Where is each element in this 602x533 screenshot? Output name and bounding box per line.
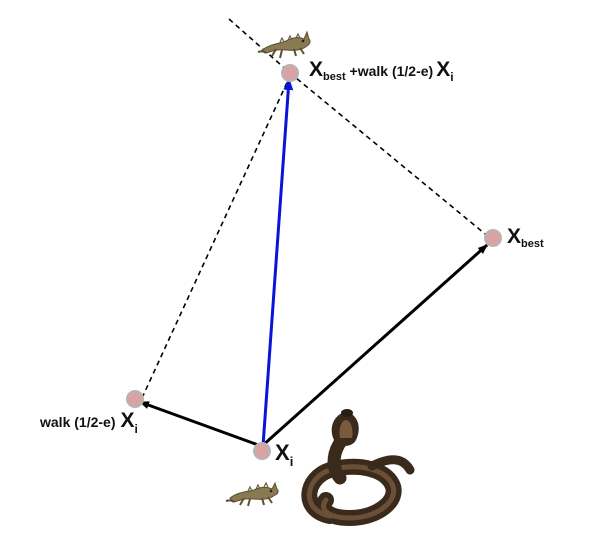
dashed-line-top-extension bbox=[228, 18, 291, 74]
dashed-line-new-to-best bbox=[289, 72, 491, 239]
lizard-icon bbox=[257, 30, 311, 59]
label-xbest: Xbest bbox=[507, 225, 544, 250]
cobra-icon bbox=[301, 409, 415, 527]
vector-xi-to-xbest bbox=[261, 243, 488, 448]
point-walk bbox=[126, 390, 144, 408]
label-walk: walk (1/2-e)Xi bbox=[39, 409, 138, 436]
vector-xi-to-new bbox=[261, 78, 294, 447]
vector-xi-to-walk bbox=[139, 400, 262, 448]
label-xi: Xi bbox=[275, 440, 293, 469]
point-xbest bbox=[484, 229, 502, 247]
lizard-icon bbox=[225, 481, 279, 507]
point-xi bbox=[253, 442, 271, 460]
label-new-position: Xbest +walk (1/2-e)Xi bbox=[309, 58, 454, 84]
point-new-position bbox=[281, 64, 299, 82]
